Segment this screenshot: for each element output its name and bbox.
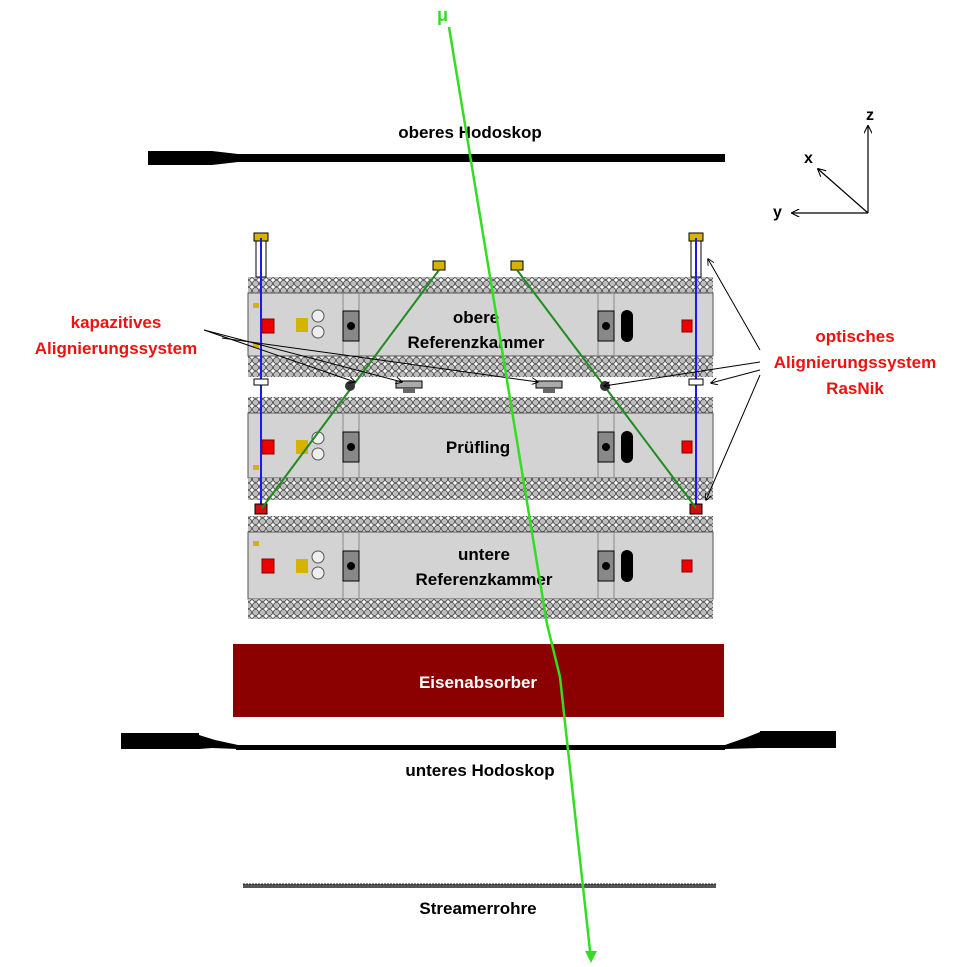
lower-chamber-label-line1: untere	[458, 545, 510, 564]
rasnik-diagonal-lines	[261, 260, 697, 509]
lower-hodoscope-label: unteres Hodoskop	[405, 761, 554, 780]
iron-absorber: Eisenabsorber	[233, 644, 724, 717]
upper-chamber-label-line2: Referenzkammer	[407, 333, 544, 352]
optical-label-line3: RasNik	[826, 379, 884, 398]
axis-z-label: z	[866, 107, 874, 124]
streamer-tubes: Streamerrohre	[243, 883, 716, 918]
streamer-tubes-label: Streamerrohre	[419, 899, 536, 918]
axis-x-label: x	[804, 150, 813, 167]
test-chamber-label: Prüfling	[446, 438, 510, 457]
test-chamber: Prüfling	[247, 397, 714, 500]
optical-label-line1: optisches	[815, 327, 894, 346]
muon-track: μ	[437, 5, 597, 963]
upper-hodoscope-label: oberes Hodoskop	[398, 123, 542, 142]
optical-label-line2: Alignierungssystem	[774, 353, 937, 372]
capacitive-sensors	[395, 380, 563, 393]
rasnik-vertical-lines	[253, 232, 704, 515]
optical-annotation: optisches Alignierungssystem RasNik	[604, 259, 936, 500]
iron-absorber-label: Eisenabsorber	[419, 673, 537, 692]
x-axis-arrow	[818, 169, 869, 214]
lower-reference-chamber: untere Referenzkammer	[247, 516, 714, 619]
capacitive-annotation: kapazitives Alignierungssystem	[35, 313, 538, 382]
capacitive-label-line2: Alignierungssystem	[35, 339, 198, 358]
coordinate-axes	[792, 126, 868, 213]
capacitive-label-line1: kapazitives	[71, 313, 162, 332]
upper-chamber-label-line1: obere	[453, 308, 499, 327]
muon-label: μ	[437, 5, 448, 25]
lower-hodoscope: unteres Hodoskop	[121, 731, 836, 780]
upper-reference-chamber: obere Referenzkammer	[247, 277, 714, 377]
upper-hodoscope: oberes Hodoskop	[148, 123, 725, 165]
axis-y-label: y	[773, 204, 782, 221]
lower-chamber-label-line2: Referenzkammer	[415, 570, 552, 589]
